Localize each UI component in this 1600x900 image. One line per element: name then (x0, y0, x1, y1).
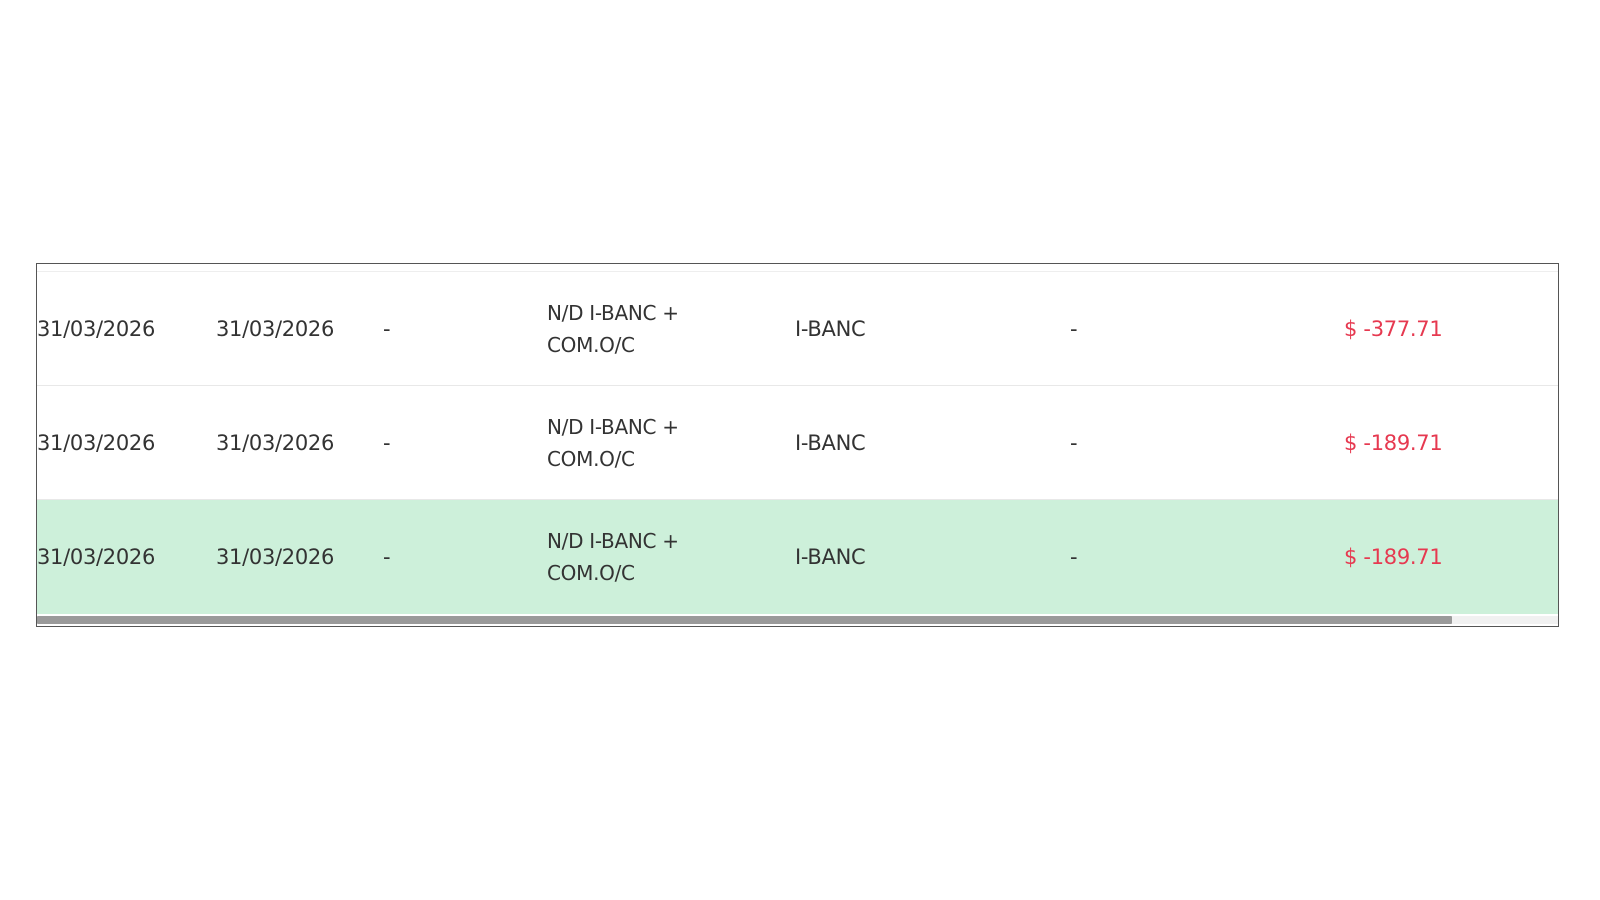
table-row[interactable]: 31/03/2026 31/03/2026 - N/D I-BANC + COM… (37, 272, 1558, 386)
reference-cell: - (383, 431, 391, 455)
transaction-date-cell: 31/03/2026 (37, 431, 156, 455)
transaction-date-cell: 31/03/2026 (37, 545, 156, 569)
reference-cell: - (383, 545, 391, 569)
amount-cell: $ -189.71 (1344, 431, 1443, 455)
description-cell: N/D I-BANC + COM.O/C (547, 301, 679, 357)
description-cell: N/D I-BANC + COM.O/C (547, 415, 679, 471)
table-top-divider (37, 271, 1558, 272)
detail-cell: - (1070, 545, 1078, 569)
channel-cell: I-BANC (795, 317, 866, 341)
reference-cell: - (383, 317, 391, 341)
detail-cell: - (1070, 431, 1078, 455)
table-body: 31/03/2026 31/03/2026 - N/D I-BANC + COM… (37, 272, 1558, 614)
amount-cell: $ -189.71 (1344, 545, 1443, 569)
table-row[interactable]: 31/03/2026 31/03/2026 - N/D I-BANC + COM… (37, 386, 1558, 500)
value-date-cell: 31/03/2026 (216, 317, 335, 341)
detail-cell: - (1070, 317, 1078, 341)
horizontal-scrollbar[interactable] (37, 616, 1558, 624)
channel-cell: I-BANC (795, 431, 866, 455)
amount-cell: $ -377.71 (1344, 317, 1443, 341)
description-cell: N/D I-BANC + COM.O/C (547, 529, 679, 585)
channel-cell: I-BANC (795, 545, 866, 569)
horizontal-scrollbar-thumb[interactable] (37, 616, 1452, 624)
value-date-cell: 31/03/2026 (216, 431, 335, 455)
value-date-cell: 31/03/2026 (216, 545, 335, 569)
table-row-selected[interactable]: 31/03/2026 31/03/2026 - N/D I-BANC + COM… (37, 500, 1558, 614)
transaction-date-cell: 31/03/2026 (37, 317, 156, 341)
transactions-table: 31/03/2026 31/03/2026 - N/D I-BANC + COM… (36, 263, 1559, 627)
